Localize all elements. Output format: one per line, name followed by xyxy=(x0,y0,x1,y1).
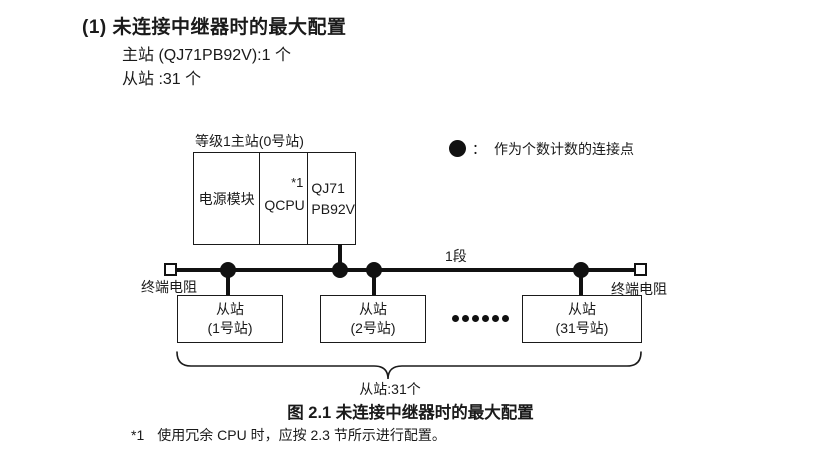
cpu-cell: *1 QCPU xyxy=(260,153,309,244)
terminal-resistor-right-label: 终端电阻 xyxy=(611,281,667,297)
terminal-resistor-left-label: 终端电阻 xyxy=(141,279,197,295)
slave-total-label: 从站:31个 xyxy=(359,381,421,397)
legend-colon: ： xyxy=(472,141,486,157)
slave1-drop-line xyxy=(226,270,230,296)
slave-station-box-1: 从站 (1号站) xyxy=(177,295,283,343)
slave-count-line: 从站 :31 个 xyxy=(122,71,202,88)
slave2-number: (2号站) xyxy=(350,320,396,336)
terminal-resistor-right-icon xyxy=(634,263,647,276)
power-module-cell: 电源模块 xyxy=(194,153,261,244)
pb92v-line1: QJ71 xyxy=(311,179,345,196)
pb92v-module-cell: QJ71 PB92V xyxy=(308,153,355,244)
slave1-title: 从站 xyxy=(216,301,244,317)
slave2-title: 从站 xyxy=(359,301,387,317)
footnote: *1 使用冗余 CPU 时，应按 2.3 节所示进行配置。 xyxy=(131,425,446,445)
slave1-number: (1号站) xyxy=(207,320,253,336)
segment-label: 1段 xyxy=(445,248,467,264)
ellipsis-dots xyxy=(452,315,509,322)
legend-label: 作为个数计数的连接点 xyxy=(494,141,634,157)
slave2-drop-line xyxy=(372,270,376,296)
bus-line xyxy=(171,268,641,272)
slave-station-box-2: 从站 (2号站) xyxy=(320,295,426,343)
connection-point-dot xyxy=(332,262,348,278)
cpu-label: QCPU xyxy=(264,197,305,213)
footnote-ref-marker: *1 xyxy=(291,175,304,190)
master-station-label: 等级1主站(0号站) xyxy=(195,133,304,149)
footnote-marker: *1 xyxy=(131,427,145,443)
figure-caption: 图 2.1 未连接中继器时的最大配置 xyxy=(287,404,534,422)
section-heading: (1) 未连接中继器时的最大配置 xyxy=(82,17,347,38)
legend-text: ： 作为个数计数的连接点 xyxy=(472,141,634,157)
master-station-box: 电源模块 *1 QCPU QJ71 PB92V xyxy=(193,152,356,245)
slave31-number: (31号站) xyxy=(555,320,609,336)
footnote-text: 使用冗余 CPU 时，应按 2.3 节所示进行配置。 xyxy=(157,427,446,443)
master-count-line: 主站 (QJ71PB92V):1 个 xyxy=(122,47,291,64)
slave31-drop-line xyxy=(579,270,583,296)
master-drop-line xyxy=(338,244,342,270)
connection-point-icon xyxy=(449,140,466,157)
terminal-resistor-left-icon xyxy=(164,263,177,276)
slave31-title: 从站 xyxy=(568,301,596,317)
pb92v-line2: PB92V xyxy=(311,200,355,217)
slave-station-box-31: 从站 (31号站) xyxy=(522,295,642,343)
brace xyxy=(176,351,642,380)
